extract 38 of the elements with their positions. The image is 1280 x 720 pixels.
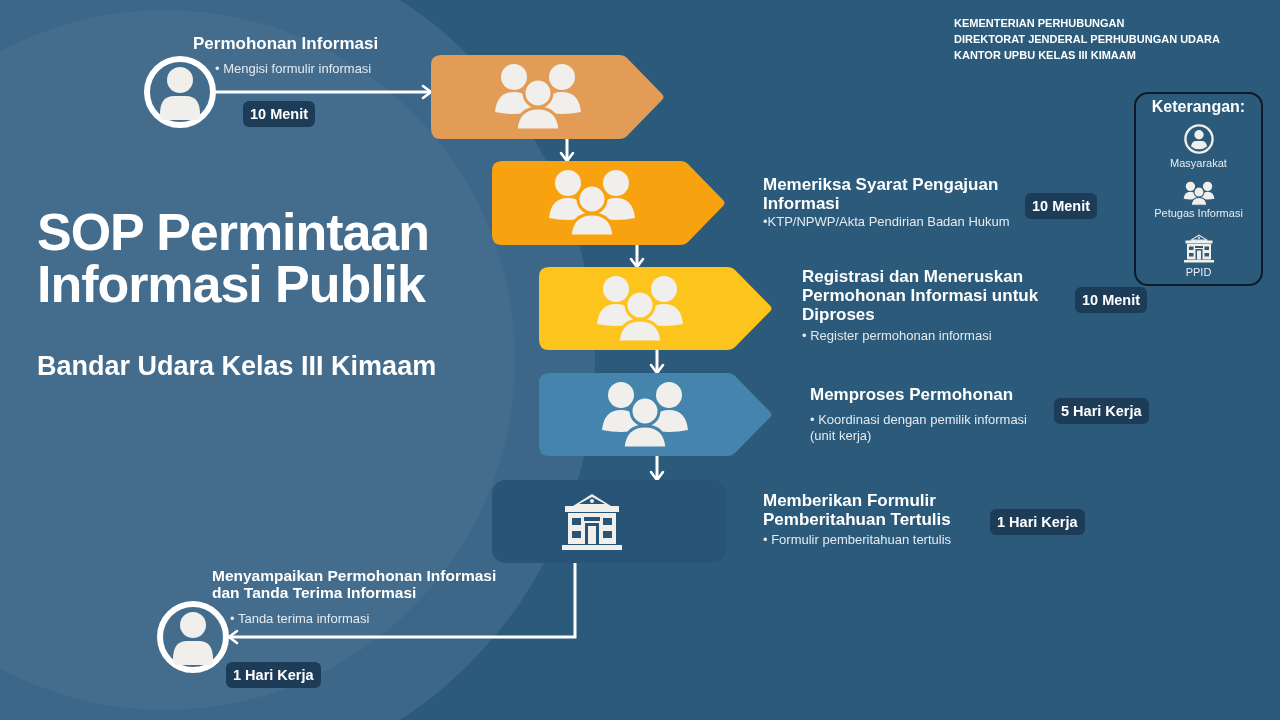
step-description: • Mengisi formulir informasi — [215, 61, 373, 77]
step-description: • Tanda terima informasi — [230, 611, 371, 627]
step-title: Menyampaikan Permohonan Informasi dan Tanda Terima Informasi — [212, 567, 498, 601]
organization-name: KEMENTERIAN PERHUBUNGAN — [954, 16, 1125, 30]
step-arrow-shape — [492, 161, 726, 245]
arrow — [649, 456, 665, 482]
legend-title: Keterangan: — [1150, 97, 1247, 117]
organization-name: DIREKTORAT JENDERAL PERHUBUNGAN UDARA — [954, 32, 1220, 46]
duration-badge: 5 Hari Kerja — [1054, 398, 1149, 424]
legend-label: Petugas Informasi — [1153, 207, 1244, 220]
legend-label: Masyarakat — [1169, 157, 1228, 170]
step-description: • Koordinasi dengan pemilik informasi (unit kerja) — [810, 412, 1028, 444]
step-title: Permohonan Informasi — [193, 34, 380, 53]
step-description: • Formulir pemberitahuan tertulis — [763, 532, 953, 548]
step-arrow-shape — [539, 267, 773, 350]
legend-label: PPID — [1184, 266, 1213, 279]
arrow — [559, 139, 575, 163]
duration-badge: 10 Menit — [1075, 287, 1147, 313]
duration-badge: 1 Hari Kerja — [990, 509, 1085, 535]
title: SOP Permintaan Informasi Publik — [37, 206, 430, 310]
duration-badge: 10 Menit — [1025, 193, 1097, 219]
arrow — [216, 84, 433, 100]
subtitle: Bandar Udara Kelas III Kimaam — [37, 350, 437, 382]
step-arrow-shape — [539, 373, 773, 456]
arrow — [629, 245, 645, 269]
organization-name: KANTOR UPBU KELAS III KIMAAM — [954, 48, 1136, 62]
duration-badge: 1 Hari Kerja — [226, 662, 321, 688]
step-description: •KTP/NPWP/Akta Pendirian Badan Hukum — [763, 214, 1011, 230]
step-title: Memberikan Formulir Pemberitahuan Tertulis — [763, 491, 952, 529]
step-title: Registrasi dan Meneruskan Permohonan Informasi untuk Diproses — [802, 267, 1040, 324]
step-panel — [492, 480, 726, 563]
step-title: Memproses Permohonan — [810, 385, 1015, 404]
step-arrow-shape — [431, 55, 665, 139]
arrow — [227, 563, 577, 645]
duration-badge: 10 Menit — [243, 101, 315, 127]
step-title: Memeriksa Syarat Pengajuan Informasi — [763, 175, 1000, 213]
arrow — [649, 350, 665, 375]
step-description: • Register permohonan informasi — [802, 328, 993, 344]
